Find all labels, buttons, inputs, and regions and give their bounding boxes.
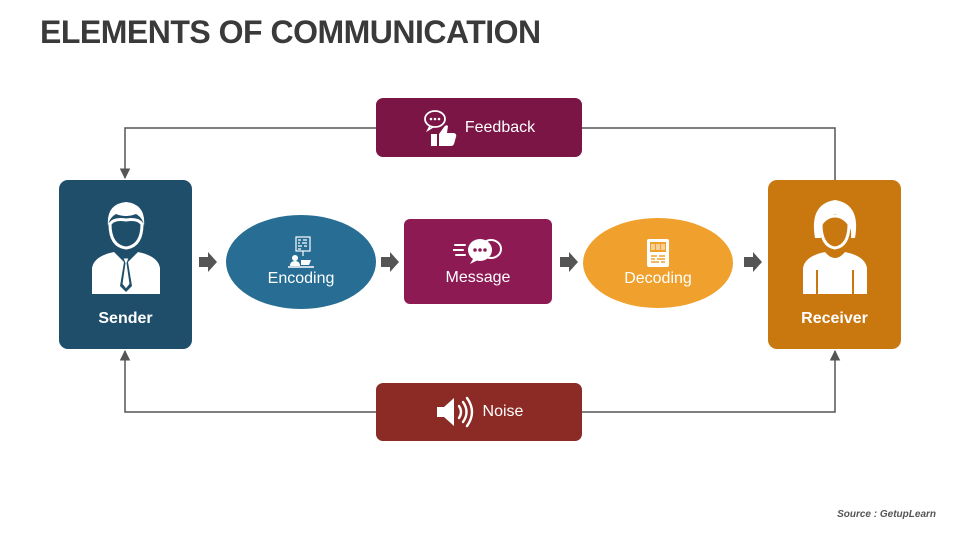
speaker-icon	[436, 396, 473, 428]
feedback-node: Feedback	[376, 98, 582, 157]
noise-node: Noise	[376, 383, 582, 441]
source-credit: Source : GetupLearn	[837, 509, 936, 520]
noise-to-receiver-connector	[582, 349, 841, 413]
page-title: ELEMENTS OF COMMUNICATION	[40, 14, 541, 50]
speech-bubble-icon	[453, 238, 502, 264]
woman-icon	[802, 200, 867, 294]
feedback-label: Feedback	[464, 118, 536, 136]
encoding-label: Encoding	[267, 270, 335, 287]
receiver-box: Receiver	[768, 180, 901, 349]
encoding-node: Encoding	[226, 215, 376, 309]
noise-to-sender-connector	[119, 349, 376, 413]
sender-label: Sender	[98, 310, 153, 327]
arrow-encoding-to-message	[381, 252, 399, 272]
coding-laptop-icon	[288, 236, 314, 268]
arrow-decoding-to-receiver	[744, 252, 762, 272]
noise-label: Noise	[482, 403, 524, 420]
decoding-document-icon	[647, 239, 669, 267]
receiver-label: Receiver	[801, 310, 868, 327]
decoding-node: Decoding	[583, 218, 733, 308]
feedback-to-sender-connector	[119, 127, 376, 180]
arrow-sender-to-encoding	[199, 252, 217, 272]
message-node: Message	[404, 219, 552, 304]
message-label: Message	[445, 268, 511, 286]
feedback-connector	[582, 127, 836, 180]
thumbs-up-chat-icon	[423, 109, 457, 146]
arrow-message-to-decoding	[560, 252, 578, 272]
decoding-label: Decoding	[624, 270, 692, 287]
man-with-tie-icon	[91, 202, 160, 294]
sender-box: Sender	[59, 180, 192, 349]
